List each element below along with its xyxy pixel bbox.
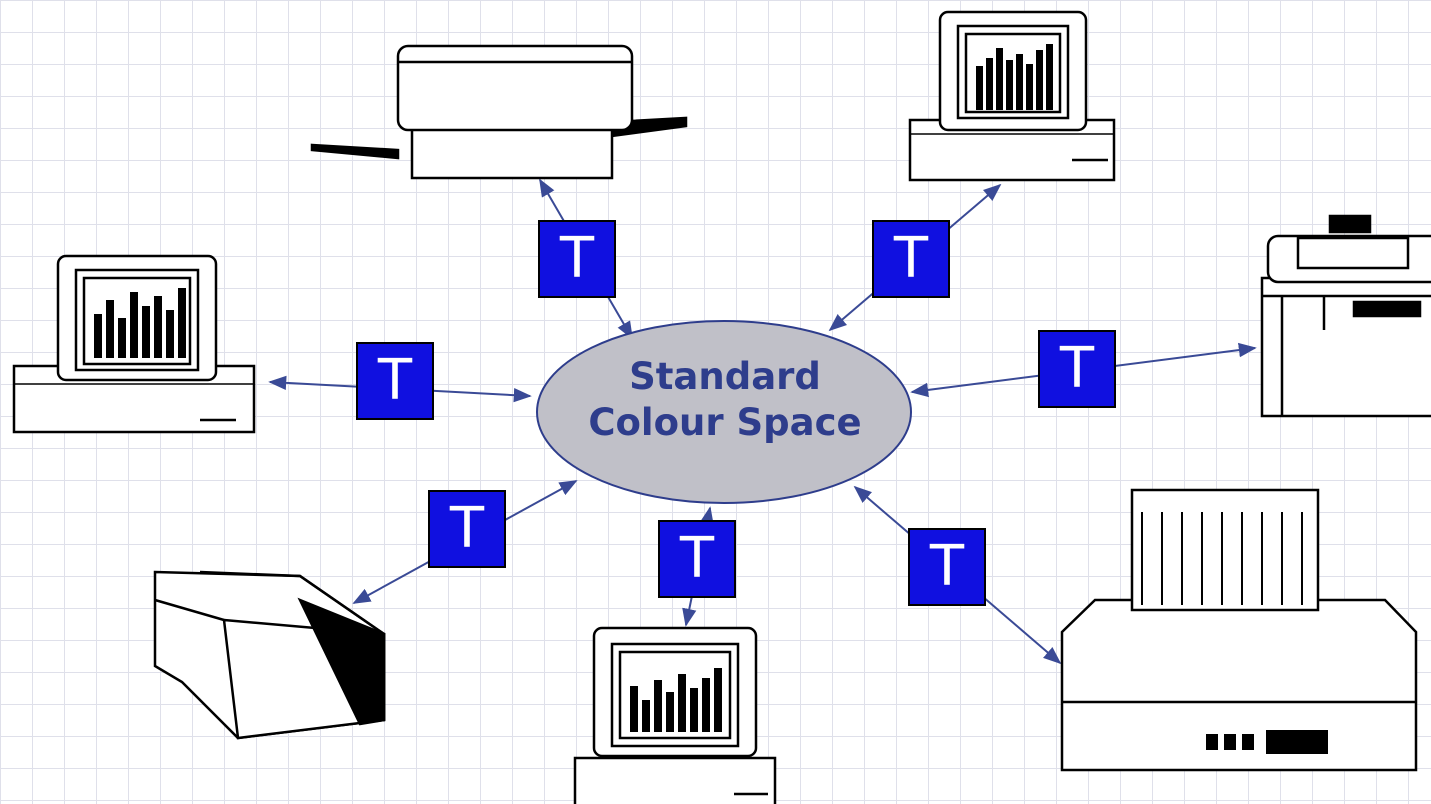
scanner-bottom-left-icon [153,570,386,740]
center-label: Standard Colour Space [540,340,910,460]
transform-box-scanner: T [428,490,506,568]
monitor-bottom-icon [573,626,777,804]
transform-box-monitor-left: T [356,342,434,420]
transform-box-copier-right: T [1038,330,1116,408]
transform-box-printer-bottom-right: T [908,528,986,606]
center-label-line1: Standard [629,355,821,398]
standard-colour-space-ellipse [536,320,912,504]
center-label-line2: Colour Space [588,401,862,444]
monitor-left-icon [12,254,256,434]
transform-box-printer-top: T [538,220,616,298]
monitor-top-right-icon [908,10,1116,182]
transform-box-monitor-top-right: T [872,220,950,298]
printer-bottom-right-icon [1060,488,1418,772]
copier-right-icon [1260,214,1431,418]
transform-box-monitor-bottom: T [658,520,736,598]
printer-top-icon [310,44,688,180]
